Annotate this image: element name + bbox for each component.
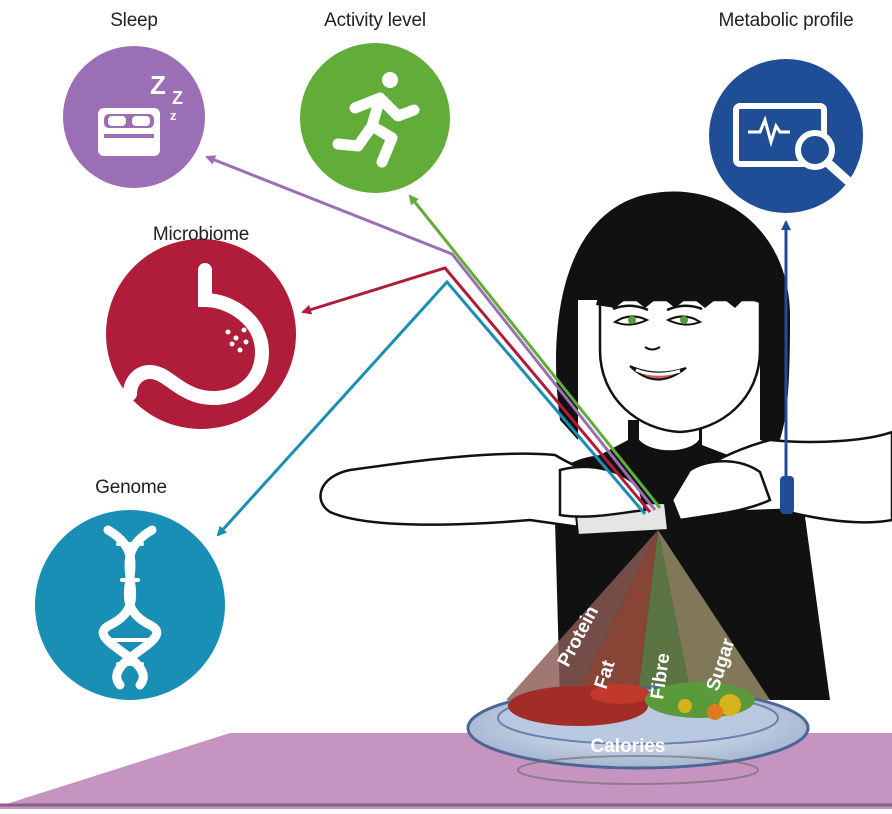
metabolic-node — [709, 59, 863, 213]
label-genome: Genome — [95, 477, 167, 498]
arrow-genome — [216, 279, 647, 537]
label-metabolic: Metabolic profile — [718, 10, 854, 31]
svg-text:Z: Z — [172, 88, 183, 108]
sleep-node: Z Z z — [63, 46, 205, 188]
stomach-icon — [123, 263, 270, 405]
running-person-icon — [332, 72, 420, 168]
mouth — [629, 365, 687, 381]
fitness-band — [780, 476, 794, 514]
right-hand — [670, 460, 772, 522]
label-sleep: Sleep — [110, 10, 158, 31]
label-microbiome: Microbiome — [152, 224, 250, 245]
svg-text:z: z — [170, 108, 177, 123]
arrow-microbiome — [301, 266, 652, 513]
label-activity: Activity level — [324, 10, 426, 31]
label-calories: Calories — [591, 736, 666, 757]
genome-node — [35, 510, 225, 700]
dna-helix-icon — [98, 525, 162, 690]
monitor-magnifier-icon — [733, 103, 853, 186]
svg-text:Z: Z — [150, 70, 166, 100]
bed-zzz-icon: Z Z z — [98, 70, 183, 156]
arrow-activity — [408, 194, 662, 509]
face — [598, 298, 762, 434]
arrow-sleep — [205, 155, 657, 511]
activity-node — [300, 43, 450, 193]
microbiome-node — [106, 239, 296, 429]
scan-beam — [506, 530, 770, 710]
bangs — [596, 234, 765, 308]
nose — [644, 346, 661, 351]
